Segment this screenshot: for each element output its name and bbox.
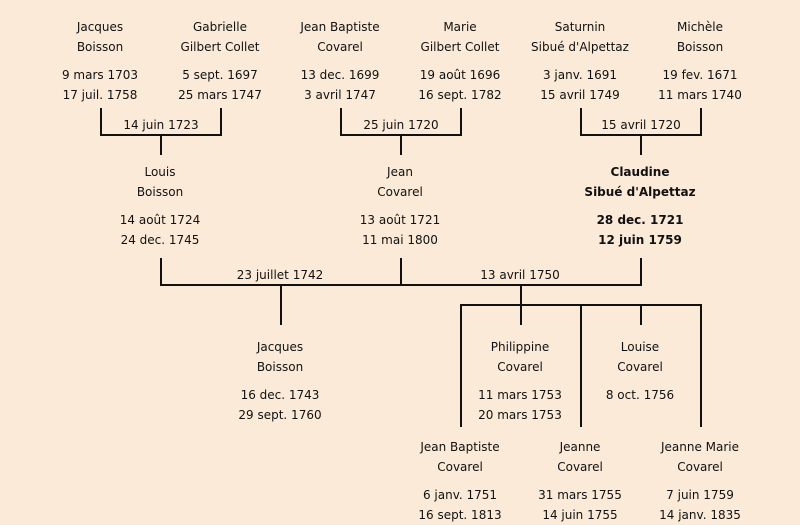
person-death-date: 25 mars 1747: [178, 88, 262, 102]
connector: [580, 108, 702, 155]
person-last-name: Covarel: [557, 460, 603, 474]
person-birth-date: 3 janv. 1691: [542, 68, 618, 82]
person-death-date: 20 mars 1753: [478, 408, 562, 422]
person-death-date: 12 juin 1759: [598, 233, 682, 247]
person-death-date: 11 mars 1740: [658, 88, 742, 102]
marriage-date-sibue-boisson: 15 avril 1720: [601, 118, 681, 132]
person-birth-date: 31 mars 1755: [538, 488, 622, 502]
person-last-name: Covarel: [317, 40, 363, 54]
person-birth-date: 5 sept. 1697: [182, 68, 258, 82]
person-death-date: 16 sept. 1782: [418, 88, 502, 102]
person-first-name: Jacques: [76, 20, 124, 34]
connector: [160, 258, 642, 286]
person-last-name: Covarel: [617, 360, 663, 374]
person-death-date: 16 sept. 1813: [418, 508, 502, 522]
person-death-date: 29 sept. 1760: [238, 408, 322, 422]
person-first-name: Jeanne Marie: [660, 440, 740, 454]
person-last-name: Boisson: [76, 40, 124, 54]
person-first-name: Marie: [443, 20, 477, 34]
person-last-name: Sibué d'Alpettaz: [584, 185, 696, 199]
person-death-date: 14 juin 1755: [542, 508, 618, 522]
marriage-date-boisson-sibue: 23 juillet 1742: [236, 268, 324, 282]
person-first-name: Jeanne: [559, 440, 601, 454]
person-first-name: Louis: [144, 165, 176, 179]
marriage-date-boisson-collet: 14 juin 1723: [123, 118, 199, 132]
person-first-name: Michèle: [677, 20, 723, 34]
person-death-date: 24 dec. 1745: [120, 233, 200, 247]
person-last-name: Boisson: [256, 360, 304, 374]
person-first-name: Jean Baptiste: [300, 20, 380, 34]
person-last-name: Covarel: [377, 185, 423, 199]
person-death-date: 3 avril 1747: [304, 88, 376, 102]
person-last-name: Boisson: [136, 185, 184, 199]
person-birth-date: 13 août 1721: [359, 213, 441, 227]
person-first-name: Louise: [620, 340, 660, 354]
person-birth-date: 16 dec. 1743: [240, 388, 320, 402]
person-birth-date: 19 fev. 1671: [662, 68, 738, 82]
person-first-name: Jean: [387, 165, 413, 179]
person-birth-date: 14 août 1724: [119, 213, 201, 227]
person-first-name: Jean Baptiste: [420, 440, 500, 454]
person-death-date: 15 avril 1749: [540, 88, 620, 102]
person-birth-date: 13 dec. 1699: [300, 68, 380, 82]
connector: [460, 285, 702, 427]
person-last-name: Boisson: [676, 40, 724, 54]
person-birth-date: 8 oct. 1756: [605, 388, 675, 402]
person-death-date: 17 juil. 1758: [62, 88, 138, 102]
person-first-name: Gabrielle: [193, 20, 247, 34]
person-last-name: Covarel: [497, 360, 543, 374]
person-birth-date: 7 juin 1759: [666, 488, 734, 502]
person-first-name: Saturnin: [554, 20, 606, 34]
person-last-name: Covarel: [437, 460, 483, 474]
connector: [100, 108, 222, 155]
person-birth-date: 9 mars 1703: [61, 68, 139, 82]
person-birth-date: 19 août 1696: [419, 68, 501, 82]
marriage-date-covarel-collet: 25 juin 1720: [363, 118, 439, 132]
person-death-date: 14 janv. 1835: [659, 508, 741, 522]
person-last-name: Sibué d'Alpettaz: [531, 40, 629, 54]
person-death-date: [565, 405, 715, 425]
person-first-name: Claudine: [610, 165, 670, 179]
person-last-name: Gilbert Collet: [420, 40, 500, 54]
person-first-name: Philippine: [490, 340, 550, 354]
person-death-date: 11 mai 1800: [362, 233, 438, 247]
person-last-name: Gilbert Collet: [180, 40, 260, 54]
person-first-name: Jacques: [256, 340, 304, 354]
person-birth-date: 11 mars 1753: [478, 388, 562, 402]
person-birth-date: 6 janv. 1751: [422, 488, 498, 502]
marriage-date-covarel-sibue: 13 avril 1750: [480, 268, 560, 282]
person-birth-date: 28 dec. 1721: [596, 213, 684, 227]
person-last-name: Covarel: [677, 460, 723, 474]
connector: [340, 108, 462, 155]
